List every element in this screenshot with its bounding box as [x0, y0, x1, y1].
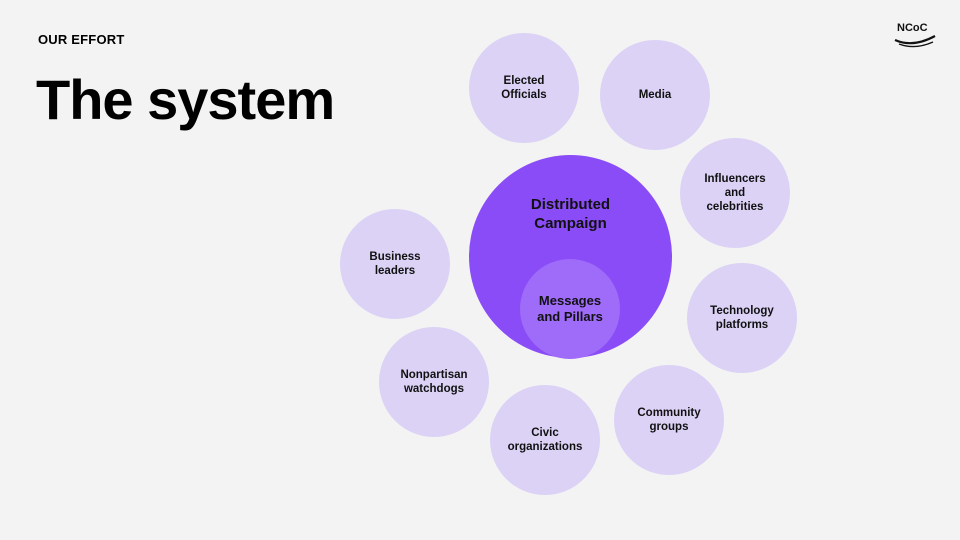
node-technology-platforms: Technology platforms	[687, 263, 797, 373]
node-media: Media	[600, 40, 710, 150]
node-label: Business leaders	[369, 251, 421, 277]
node-label: Technology platforms	[710, 305, 774, 331]
center-label: Distributed Campaign	[530, 196, 611, 232]
node-elected-officials: Elected Officials	[469, 33, 579, 143]
node-label: Influencers and celebrities	[704, 173, 766, 213]
node-label: Elected Officials	[501, 75, 547, 101]
section-eyebrow: OUR EFFORT	[38, 32, 125, 47]
node-community-groups: Community groups	[614, 365, 724, 475]
node-influencers: Influencers and celebrities	[680, 138, 790, 248]
logo-text: NCoC	[897, 22, 928, 34]
center-circle: Distributed Campaign Messages and Pillar…	[469, 155, 672, 359]
node-label: Civic organizations	[507, 427, 583, 453]
node-label: Nonpartisan watchdogs	[400, 369, 468, 395]
node-business-leaders: Business leaders	[340, 209, 450, 319]
node-nonpartisan-watchdogs: Nonpartisan watchdogs	[379, 327, 489, 437]
ncoc-logo: NCoC	[893, 20, 937, 50]
node-label: Media	[638, 89, 672, 101]
core-circle: Messages and Pillars	[520, 259, 620, 359]
node-label: Community groups	[637, 407, 701, 433]
logo-swoosh-icon	[894, 35, 936, 48]
page-title: The system	[36, 68, 335, 131]
core-label: Messages and Pillars	[537, 293, 603, 324]
node-civic-organizations: Civic organizations	[490, 385, 600, 495]
